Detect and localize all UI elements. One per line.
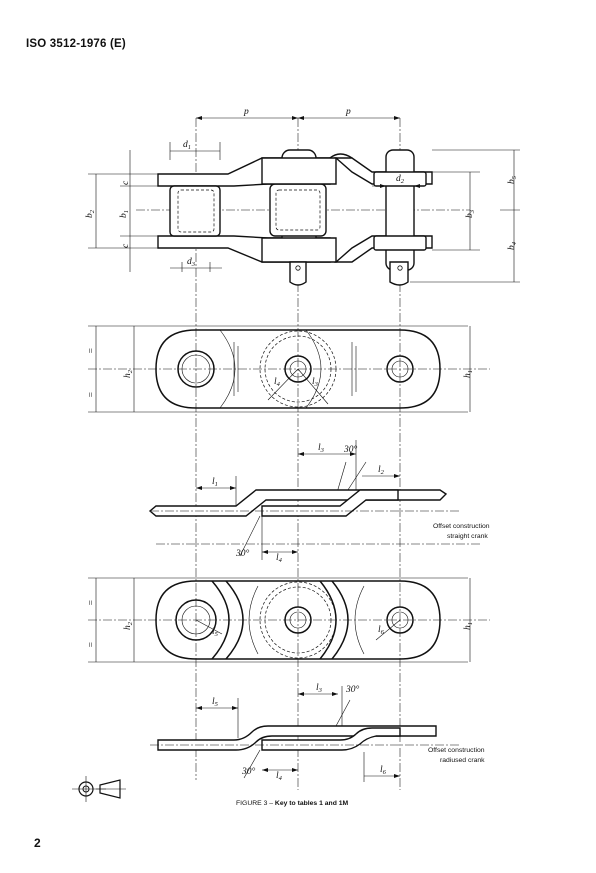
dim-l6-a: l6 [378,625,385,636]
dim-l3-a: l3 [312,377,319,388]
label-radiused-2: radiused crank [440,757,485,764]
dim-d2: d2 [396,174,405,185]
plan-view: p p d1 d2 [85,107,520,790]
dim-h2-2: h2 [123,621,134,630]
dim-d1: d1 [183,140,191,151]
label-radiused-1: Offset construction [428,747,485,754]
angle-30-d: 30° [241,766,256,777]
figure-caption: FIGURE 3 – Key to tables 1 and 1M [236,800,349,807]
projection-symbol [72,776,126,802]
dim-b4: b4 [507,241,518,250]
dim-l2: l2 [378,465,385,476]
eq-top-1: = [87,348,97,354]
dim-b3: b3 [465,209,476,218]
dim-h1-2: h1 [463,622,474,630]
dim-l4-a: l4 [274,377,281,388]
label-straight-2: straight crank [447,533,488,540]
dim-h1-1: h1 [463,370,474,378]
angle-30-c: 30° [345,684,360,695]
eq-bot-2: = [87,642,97,648]
eq-top-2: = [87,600,97,606]
dim-p-2: p [345,107,351,117]
dim-p-1: p [243,107,249,117]
eq-bot-1: = [87,392,97,398]
dim-b2: b2 [85,209,96,218]
page-header: ISO 3512-1976 (E) [26,38,126,50]
radiused-crank-profile: l3 30° l5 30° l4 l6 Offset construction … [150,683,485,782]
page-number: 2 [34,836,41,850]
dim-b1: b1 [119,210,130,218]
angle-30-b: 30° [235,548,250,559]
side-view-radiused: = = h2 h1 l5 l6 [87,577,490,663]
dim-l5-a: l5 [212,627,219,638]
dim-l1: l1 [212,477,218,488]
dim-l3-c: l3 [316,683,323,694]
dim-c-bottom: c [121,243,131,248]
dim-h2-1: h2 [123,369,134,378]
label-straight-1: Offset construction [433,523,490,530]
dim-d3: d3 [187,257,196,268]
dim-l6-b: l6 [380,765,387,776]
dim-l4-b: l4 [276,553,283,564]
straight-crank-profile: l3 30° l2 l1 30° l4 Offset construction … [148,440,490,564]
angle-30-a: 30° [343,444,358,455]
side-view-straight: = = h2 h1 l4 l3 [87,325,490,413]
dim-b5: b5 [507,175,518,184]
dim-l5-b: l5 [212,697,219,708]
dim-l3-b: l3 [318,443,325,454]
dim-l4-c: l4 [276,771,283,782]
dim-c-top: c [121,180,131,185]
